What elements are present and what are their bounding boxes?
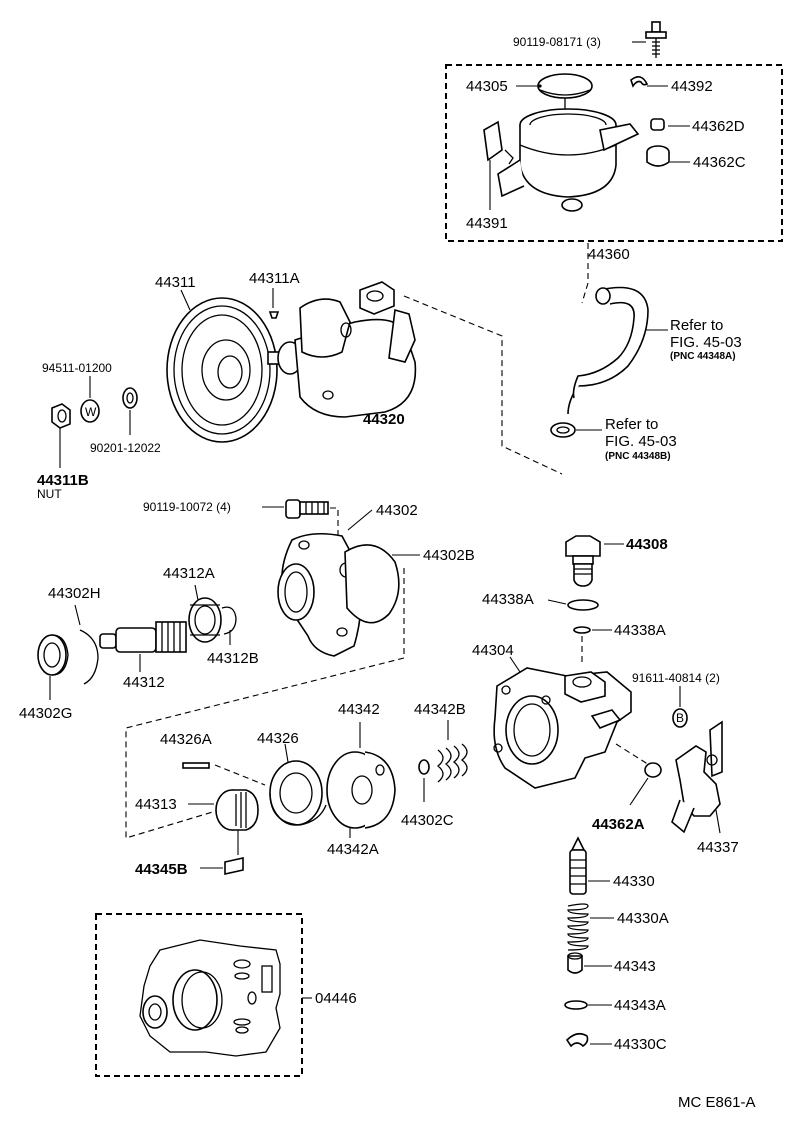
label-44311: 44311 xyxy=(155,274,196,291)
label-44345B: 44345B xyxy=(135,861,188,878)
snap-ring-icon xyxy=(79,629,99,685)
label-pnc-44348A: (PNC 44348A) xyxy=(670,351,736,362)
snap-ring-icon xyxy=(221,606,237,635)
o-ring-icon xyxy=(567,599,599,611)
bolt-icon xyxy=(285,499,329,519)
cushion-44362C-icon xyxy=(646,145,670,167)
label-nut: NUT xyxy=(37,487,62,501)
pump-assembly-icon xyxy=(267,281,417,418)
label-94511-01200: 94511-01200 xyxy=(42,361,112,375)
spring-icon xyxy=(567,903,589,951)
seal-44392-icon xyxy=(630,76,649,88)
reservoir-group-box xyxy=(445,64,783,242)
pin-icon xyxy=(182,762,210,769)
rotor-icon xyxy=(215,789,259,831)
bracket-44391-icon xyxy=(483,120,503,162)
label-44330A: 44330A xyxy=(617,910,669,927)
spring-washer-icon xyxy=(122,387,138,409)
label-90119-08171: 90119-08171 (3) xyxy=(513,35,601,49)
label-44312A: 44312A xyxy=(163,565,215,582)
label-90201-12022: 90201-12022 xyxy=(90,441,161,455)
label-44308: 44308 xyxy=(626,536,668,553)
shaft-icon xyxy=(99,621,187,653)
hose-clamp-icon xyxy=(550,422,576,438)
cam-ring-icon xyxy=(269,760,327,826)
label-44304: 44304 xyxy=(472,642,514,659)
bearing-icon xyxy=(188,597,222,643)
figure-code: MC E861-A xyxy=(678,1094,756,1111)
reservoir-tank-icon xyxy=(497,108,640,212)
pulley-icon xyxy=(166,297,278,443)
gasket-kit-icon xyxy=(139,939,281,1057)
label-91611-40814: 91611-40814 (2) xyxy=(632,671,720,685)
washer-w-mark: W xyxy=(85,405,97,419)
label-44326A: 44326A xyxy=(160,731,212,748)
label-44342: 44342 xyxy=(338,701,380,718)
o-ring-icon xyxy=(418,759,430,775)
woodruff-key-icon xyxy=(268,311,280,319)
label-44360: 44360 xyxy=(588,246,630,263)
label-44342B: 44342B xyxy=(414,701,466,718)
label-fig-45-03-1: FIG. 45-03 xyxy=(670,334,742,351)
label-44311B: 44311B xyxy=(37,472,89,489)
label-44320: 44320 xyxy=(363,411,405,428)
spring-icon xyxy=(436,743,468,783)
washer-b-mark: B xyxy=(676,711,684,725)
label-44392: 44392 xyxy=(671,78,713,95)
nut-icon xyxy=(51,403,71,429)
gasket-kit-box xyxy=(95,913,303,1077)
label-44305: 44305 xyxy=(466,78,508,95)
gasket-icon xyxy=(344,544,400,624)
flow-control-valve-icon xyxy=(569,836,587,895)
label-44343: 44343 xyxy=(614,958,656,975)
hose-icon xyxy=(567,286,649,415)
cushion-44362A-icon xyxy=(644,762,662,778)
snap-ring-icon xyxy=(565,1032,589,1048)
reservoir-cap-icon xyxy=(537,73,593,116)
union-bolt-icon xyxy=(565,535,601,587)
label-44302C: 44302C xyxy=(401,812,454,829)
label-44338A-upper: 44338A xyxy=(482,591,534,608)
label-refer-to-1: Refer to xyxy=(670,317,723,334)
label-44302B: 44302B xyxy=(423,547,475,564)
label-44362D: 44362D xyxy=(692,118,745,135)
plug-icon xyxy=(567,952,583,974)
label-90119-10072: 90119-10072 (4) xyxy=(143,500,231,514)
label-44326: 44326 xyxy=(257,730,299,747)
o-ring-icon xyxy=(564,1000,588,1010)
rear-housing-icon xyxy=(493,667,632,789)
o-ring-icon xyxy=(573,626,591,634)
label-fig-45-03-2: FIG. 45-03 xyxy=(605,433,677,450)
label-44342A: 44342A xyxy=(327,841,379,858)
label-44302H: 44302H xyxy=(48,585,101,602)
label-pnc-44348B: (PNC 44348B) xyxy=(605,451,671,462)
front-housing-icon xyxy=(277,532,362,657)
bracket-44337-icon xyxy=(671,720,723,834)
washer-b-icon: B xyxy=(672,708,688,728)
label-44312B: 44312B xyxy=(207,650,259,667)
label-44338A-lower: 44338A xyxy=(614,622,666,639)
label-44391: 44391 xyxy=(466,215,508,232)
label-44302G: 44302G xyxy=(19,705,72,722)
cushion-44362D-icon xyxy=(650,118,665,131)
bolt-icon xyxy=(645,21,667,58)
oil-seal-icon xyxy=(37,634,69,676)
vane-icon xyxy=(224,857,244,875)
label-44311A: 44311A xyxy=(249,270,300,287)
label-44362A: 44362A xyxy=(592,816,645,833)
label-44330C: 44330C xyxy=(614,1036,667,1053)
label-44302: 44302 xyxy=(376,502,418,519)
label-44362C: 44362C xyxy=(693,154,746,171)
label-refer-to-2: Refer to xyxy=(605,416,658,433)
label-44313: 44313 xyxy=(135,796,177,813)
label-04446: 04446 xyxy=(315,990,357,1007)
label-44330: 44330 xyxy=(613,873,655,890)
label-44337: 44337 xyxy=(697,839,739,856)
label-44343A: 44343A xyxy=(614,997,666,1014)
label-44312: 44312 xyxy=(123,674,165,691)
rear-plate-icon xyxy=(326,751,396,829)
washer-w-icon: W xyxy=(80,399,100,423)
